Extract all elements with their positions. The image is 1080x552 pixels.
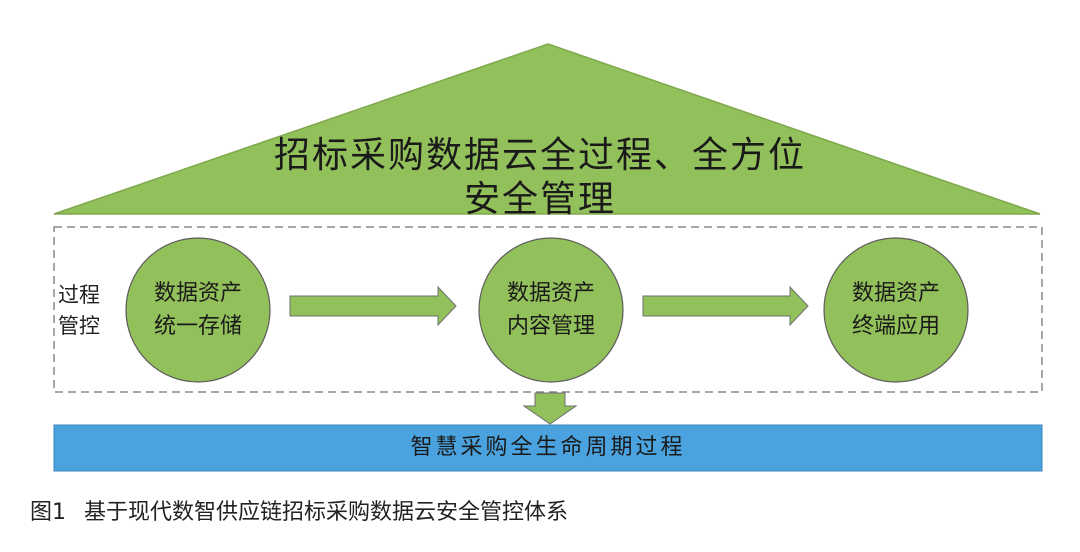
process-label-line1: 过程 (58, 283, 100, 307)
circle-content (478, 237, 624, 383)
figure-caption: 图1 基于现代数智供应链招标采购数据云安全管控体系 (30, 498, 568, 528)
arrow-right-2 (642, 285, 809, 327)
roof-title-line2: 安全管理 (463, 179, 616, 220)
figure-title: 基于现代数智供应链招标采购数据云安全管控体系 (84, 500, 569, 525)
circle-storage-line2: 统一存储 (153, 314, 242, 339)
arrow-right-1 (289, 285, 457, 327)
circle-terminal-line2: 终端应用 (851, 314, 940, 339)
lifecycle-bar-label: 智慧采购全生命周期过程 (410, 435, 686, 460)
process-label-line2: 管控 (58, 314, 100, 338)
circle-storage-line1: 数据资产 (153, 281, 242, 306)
roof-title-line1: 招标采购数据云全过程、全方位 (273, 135, 806, 176)
lifecycle-bar (53, 424, 1043, 472)
circle-terminal-line1: 数据资产 (851, 281, 940, 306)
circle-storage (125, 237, 271, 383)
circle-content-line2: 内容管理 (506, 314, 595, 339)
roof-triangle (53, 43, 1041, 215)
arrow-down (522, 392, 578, 425)
figure-number: 图1 (30, 500, 66, 525)
circle-terminal (823, 237, 969, 383)
process-frame (53, 226, 1043, 393)
circle-content-line1: 数据资产 (506, 281, 595, 306)
